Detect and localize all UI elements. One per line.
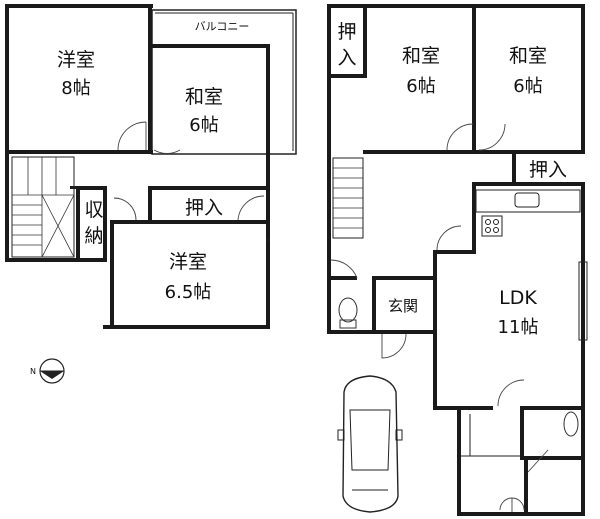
compass-north-label: N bbox=[30, 367, 36, 376]
room-japanese-6-size: 6帖 bbox=[189, 115, 218, 136]
car-icon bbox=[337, 375, 403, 513]
room-japanese-b-name: 和室 bbox=[509, 45, 547, 67]
toilet-fixture bbox=[338, 297, 358, 329]
first-floor-plan: 押 入 和室 6帖 和室 6帖 押入 玄関 LDK 11帖 bbox=[327, 4, 588, 516]
stairs-1f bbox=[332, 157, 364, 239]
room-ldk-name: LDK bbox=[499, 287, 537, 309]
balcony: バルコニー bbox=[151, 9, 297, 155]
balcony-label: バルコニー bbox=[195, 20, 250, 33]
storage-label-1: 収 bbox=[84, 199, 103, 221]
compass: N bbox=[30, 358, 65, 384]
stairs-2f bbox=[11, 156, 75, 258]
storage-label-2: 納 bbox=[84, 225, 103, 247]
room-ldk-size: 11帖 bbox=[498, 317, 539, 338]
closet-right-label: 押入 bbox=[529, 159, 567, 181]
room-western-8-size: 8帖 bbox=[61, 78, 90, 99]
closet-2f-label: 押入 bbox=[185, 197, 223, 219]
room-japanese-6-name: 和室 bbox=[185, 86, 223, 108]
second-floor-plan: バルコニー bbox=[5, 4, 297, 329]
closet-left-label-1: 押 bbox=[337, 21, 356, 43]
room-japanese-b-size: 6帖 bbox=[513, 76, 542, 97]
kitchen-fixtures bbox=[475, 189, 581, 237]
room-western-65-size: 6.5帖 bbox=[165, 282, 212, 303]
room-japanese-a-size: 6帖 bbox=[406, 76, 435, 97]
room-japanese-a-name: 和室 bbox=[402, 45, 440, 67]
entrance-label: 玄関 bbox=[388, 297, 418, 315]
room-western-8-name: 洋室 bbox=[57, 49, 95, 71]
room-western-65-name: 洋室 bbox=[169, 251, 207, 273]
closet-left-label-2: 入 bbox=[337, 47, 356, 69]
